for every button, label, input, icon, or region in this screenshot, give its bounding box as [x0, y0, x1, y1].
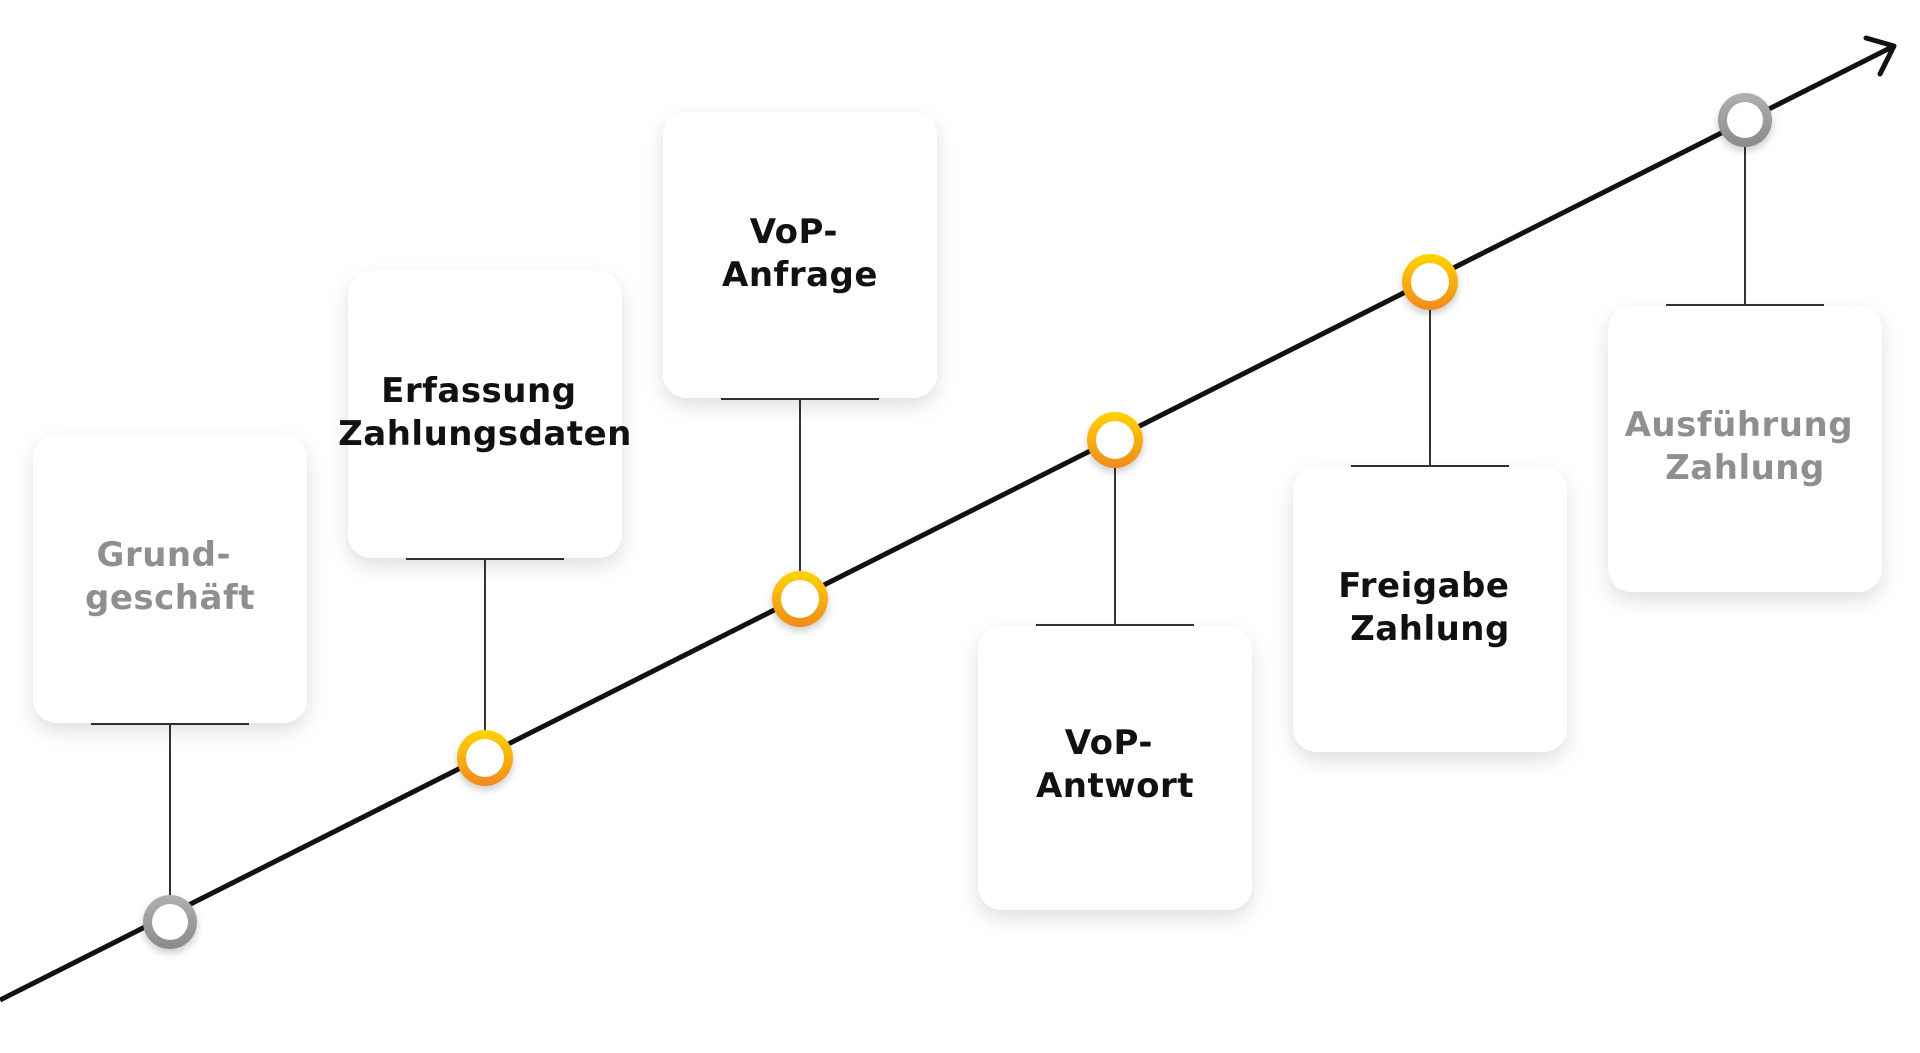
step-card-5-line2: Zahlung [1350, 609, 1510, 649]
step-card-4: VoP- Antwort [978, 626, 1252, 910]
node-3 [772, 571, 828, 627]
step-card-3-box [663, 112, 937, 398]
step-card-1-box [33, 435, 307, 723]
step-card-2: Erfassung Zahlungsdaten [338, 271, 632, 558]
node-4 [1087, 412, 1143, 468]
step-card-5-line1: Freigabe [1338, 566, 1509, 606]
step-card-2-line1: Erfassung [381, 371, 576, 411]
svg-text:Freigabe Zahlung: Freigabe Zahlung [1338, 566, 1522, 649]
step-card-1-line1: Grund- [97, 535, 232, 575]
timeline-axis [0, 43, 1896, 1003]
step-card-1: Grund- geschäft [33, 435, 307, 723]
step-card-4-box [978, 626, 1252, 910]
step-card-6-box [1608, 306, 1882, 592]
step-card-5: Freigabe Zahlung [1293, 467, 1567, 752]
step-card-6-line1: Ausführung [1625, 405, 1853, 445]
node-6 [1718, 93, 1772, 147]
step-card-4-line2: Antwort [1036, 766, 1194, 806]
step-card-4-line1: VoP- [1065, 723, 1153, 763]
arrowhead-icon [1863, 35, 1897, 77]
connector-group [91, 120, 1824, 922]
svg-text:VoP- Antwort: VoP- Antwort [1036, 723, 1194, 806]
step-card-3-line1: VoP- [750, 212, 838, 252]
step-card-3-line2: Anfrage [722, 255, 878, 295]
step-card-6-line2: Zahlung [1665, 448, 1825, 488]
step-card-5-box [1293, 467, 1567, 752]
step-card-2-box [348, 271, 622, 558]
step-card-1-line2: geschäft [85, 578, 255, 618]
step-card-6: Ausführung Zahlung [1608, 306, 1882, 592]
node-5 [1402, 254, 1458, 310]
node-2 [457, 730, 513, 786]
svg-text:VoP- Anfrage: VoP- Anfrage [722, 212, 878, 295]
step-card-3: VoP- Anfrage [663, 112, 937, 398]
svg-text:Erfassung Zahlungsdate: Erfassung Zahlungsdaten [338, 371, 632, 454]
node-1 [143, 895, 197, 949]
step-card-2-line2: Zahlungsdaten [338, 414, 632, 454]
svg-text:Grund- geschäft: Grund- geschäft [85, 535, 255, 618]
svg-text:Ausführung Zahlung: Ausführung Zahlung [1625, 405, 1866, 488]
